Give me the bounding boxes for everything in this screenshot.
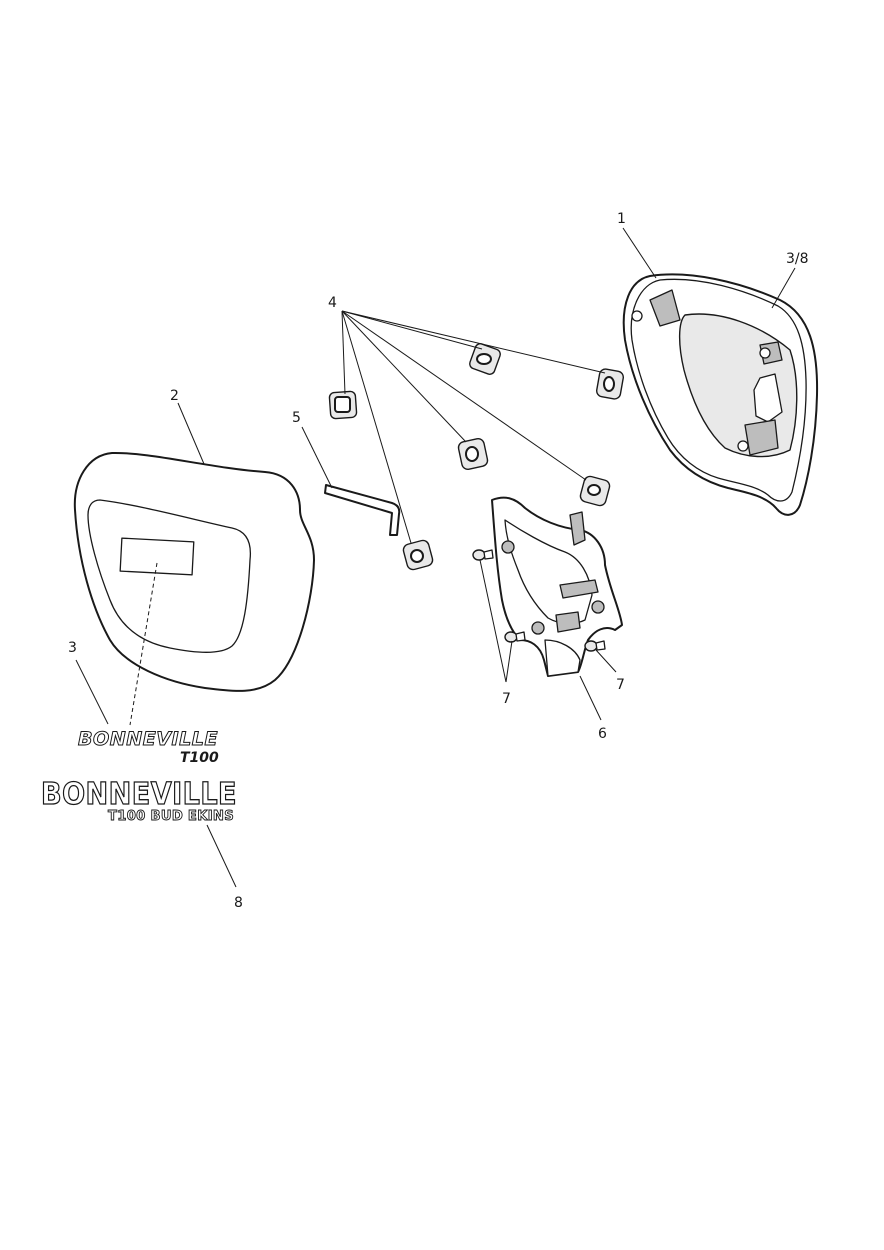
decal-bonneville-bud-ekins: BONNEVILLE T100 BUD EKINS: [40, 776, 237, 824]
callout-3: 3: [68, 640, 77, 656]
callout-8: 8: [234, 895, 243, 911]
callout-7-left: 7: [502, 691, 511, 707]
decal-t100-brand: BONNEVILLE: [78, 728, 218, 750]
grommet: [402, 539, 434, 571]
callout-3-8: 3/8: [786, 251, 809, 267]
callout-4: 4: [328, 295, 337, 311]
decal-t100-model: T100: [180, 750, 219, 766]
decal-bud-ekins-model: T100 BUD EKINS: [108, 809, 234, 824]
decal-bud-ekins-brand: BONNEVILLE: [41, 777, 237, 812]
grommet: [596, 368, 624, 400]
screw: [584, 640, 606, 652]
leader-lines: [75, 227, 796, 888]
screw: [504, 631, 526, 643]
screw: [472, 549, 494, 561]
side-panel-cover: [73, 451, 315, 692]
hex-key: [324, 484, 401, 536]
grommet: [328, 390, 358, 420]
callout-1: 1: [617, 211, 626, 227]
callout-2: 2: [170, 388, 179, 404]
callout-5: 5: [292, 410, 301, 426]
decal-recess: [119, 537, 195, 576]
grommet: [469, 343, 501, 375]
callout-6: 6: [598, 726, 607, 742]
mounting-bracket: [491, 496, 623, 677]
side-panel-inner-shell: [622, 273, 819, 516]
grommet: [579, 475, 611, 507]
callout-7-right: 7: [616, 677, 625, 693]
callout-labels: 1 3/8 2 4 5 6 7 7 3 8: [68, 211, 809, 911]
decal-bonneville-t100: BONNEVILLE T100: [78, 728, 220, 767]
grommet-group: [328, 343, 624, 571]
grommet: [457, 438, 489, 470]
